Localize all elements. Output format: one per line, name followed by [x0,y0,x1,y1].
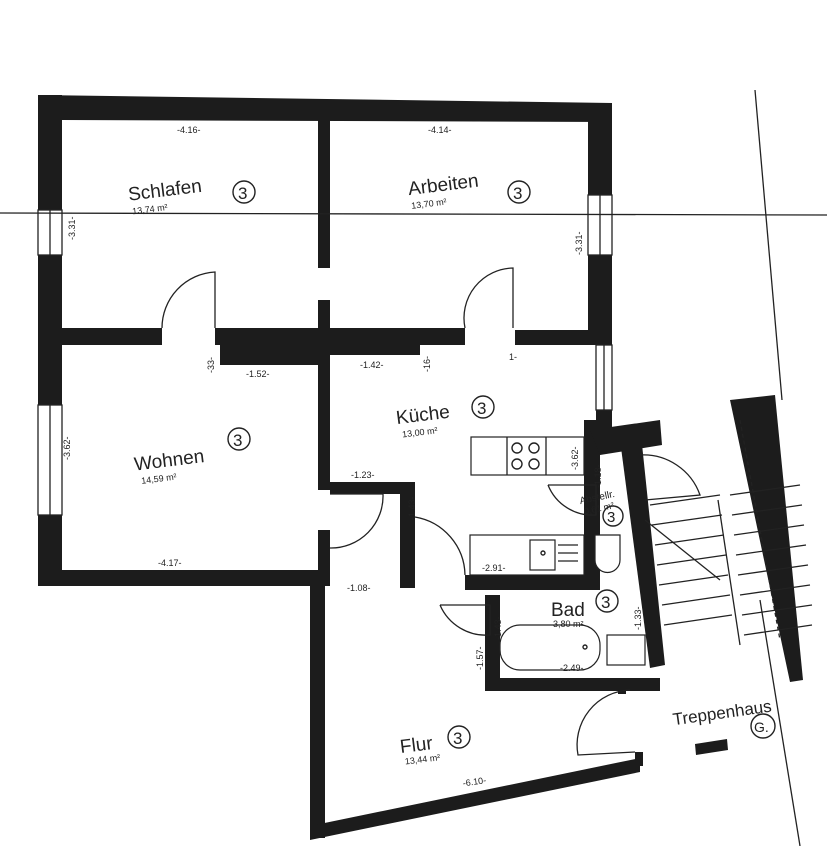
dim-label: -16- [422,356,432,372]
room-name: Wohnen [133,446,205,475]
dim-label: -1.08- [347,583,371,593]
room-area: 14,59 m² [141,472,177,486]
dim-label: 1- [509,352,517,362]
dim-label: -6.10- [462,775,487,788]
dim-label: -3.62- [570,446,580,470]
level-badge: 3 [477,399,486,418]
level-badge: 3 [238,184,247,203]
room-flur: Flur 13,44 m² [399,733,441,766]
level-badge: G. [754,719,769,735]
windows [0,89,827,846]
staircase [644,419,813,646]
room-area: 13,70 m² [411,197,447,211]
washbasin-icon [606,634,646,666]
doors [161,267,701,756]
stove-icon [511,442,540,470]
room-name: Schlafen [127,176,203,206]
room-name: Flur [399,733,435,758]
dim-label: -2.91- [482,563,506,573]
dim-label: -4.17- [158,558,182,568]
dim-label: -1.43- [493,616,503,640]
room-area: 13,74 m² [132,202,168,216]
dim-label: -1.33- [633,606,643,630]
sink-counter [469,534,585,576]
level-badge: 3 [601,593,610,612]
dim-label: -3.31- [67,216,77,240]
level-badge: 3 [607,509,615,526]
room-bad: Bad 3,80 m² [551,600,585,629]
room-name: Bad [551,600,585,621]
room-abstellr: Abstellr. 0,61 m² [579,489,616,517]
dim-label: -4.16- [177,125,201,135]
room-arbeiten: Arbeiten 13,70 m² [407,171,480,211]
dim-label: -2.49- [560,663,584,673]
fixtures [469,436,646,671]
level-badge: 3 [453,729,462,748]
dim-label: -3.62- [62,436,72,460]
room-schlafen: Schlafen 13,74 m² [127,176,203,217]
dim-label: -33- [206,357,216,373]
level-badge: 3 [233,431,242,450]
dim-label: -1.57- [475,646,485,670]
room-wohnen: Wohnen 14,59 m² [133,446,205,486]
room-area: 13,44 m² [404,752,440,766]
dim-label: -3.31- [574,231,584,255]
dim-label: -1.52- [246,369,270,379]
dimensions: -4.16- -3.31- -4.14- -3.31- -33- -1.52- … [62,125,643,788]
dim-label: -1.23- [351,470,375,480]
room-name: Arbeiten [407,171,480,200]
room-name: Küche [395,402,451,429]
toilet-icon [594,534,621,574]
bathtub-icon [499,624,601,671]
kitchen-counter [470,436,585,476]
room-area: 13,00 m² [402,425,438,439]
level-badge: 3 [513,184,522,203]
dim-label: -1.43- [407,496,417,520]
dim-label: -1.18- [593,464,603,488]
dim-label: -1.42- [360,360,384,370]
room-area: 3,80 m² [553,619,584,629]
dim-label: -4.14- [428,125,452,135]
walls [38,95,803,840]
room-kueche: Küche 13,00 m² [395,402,451,440]
